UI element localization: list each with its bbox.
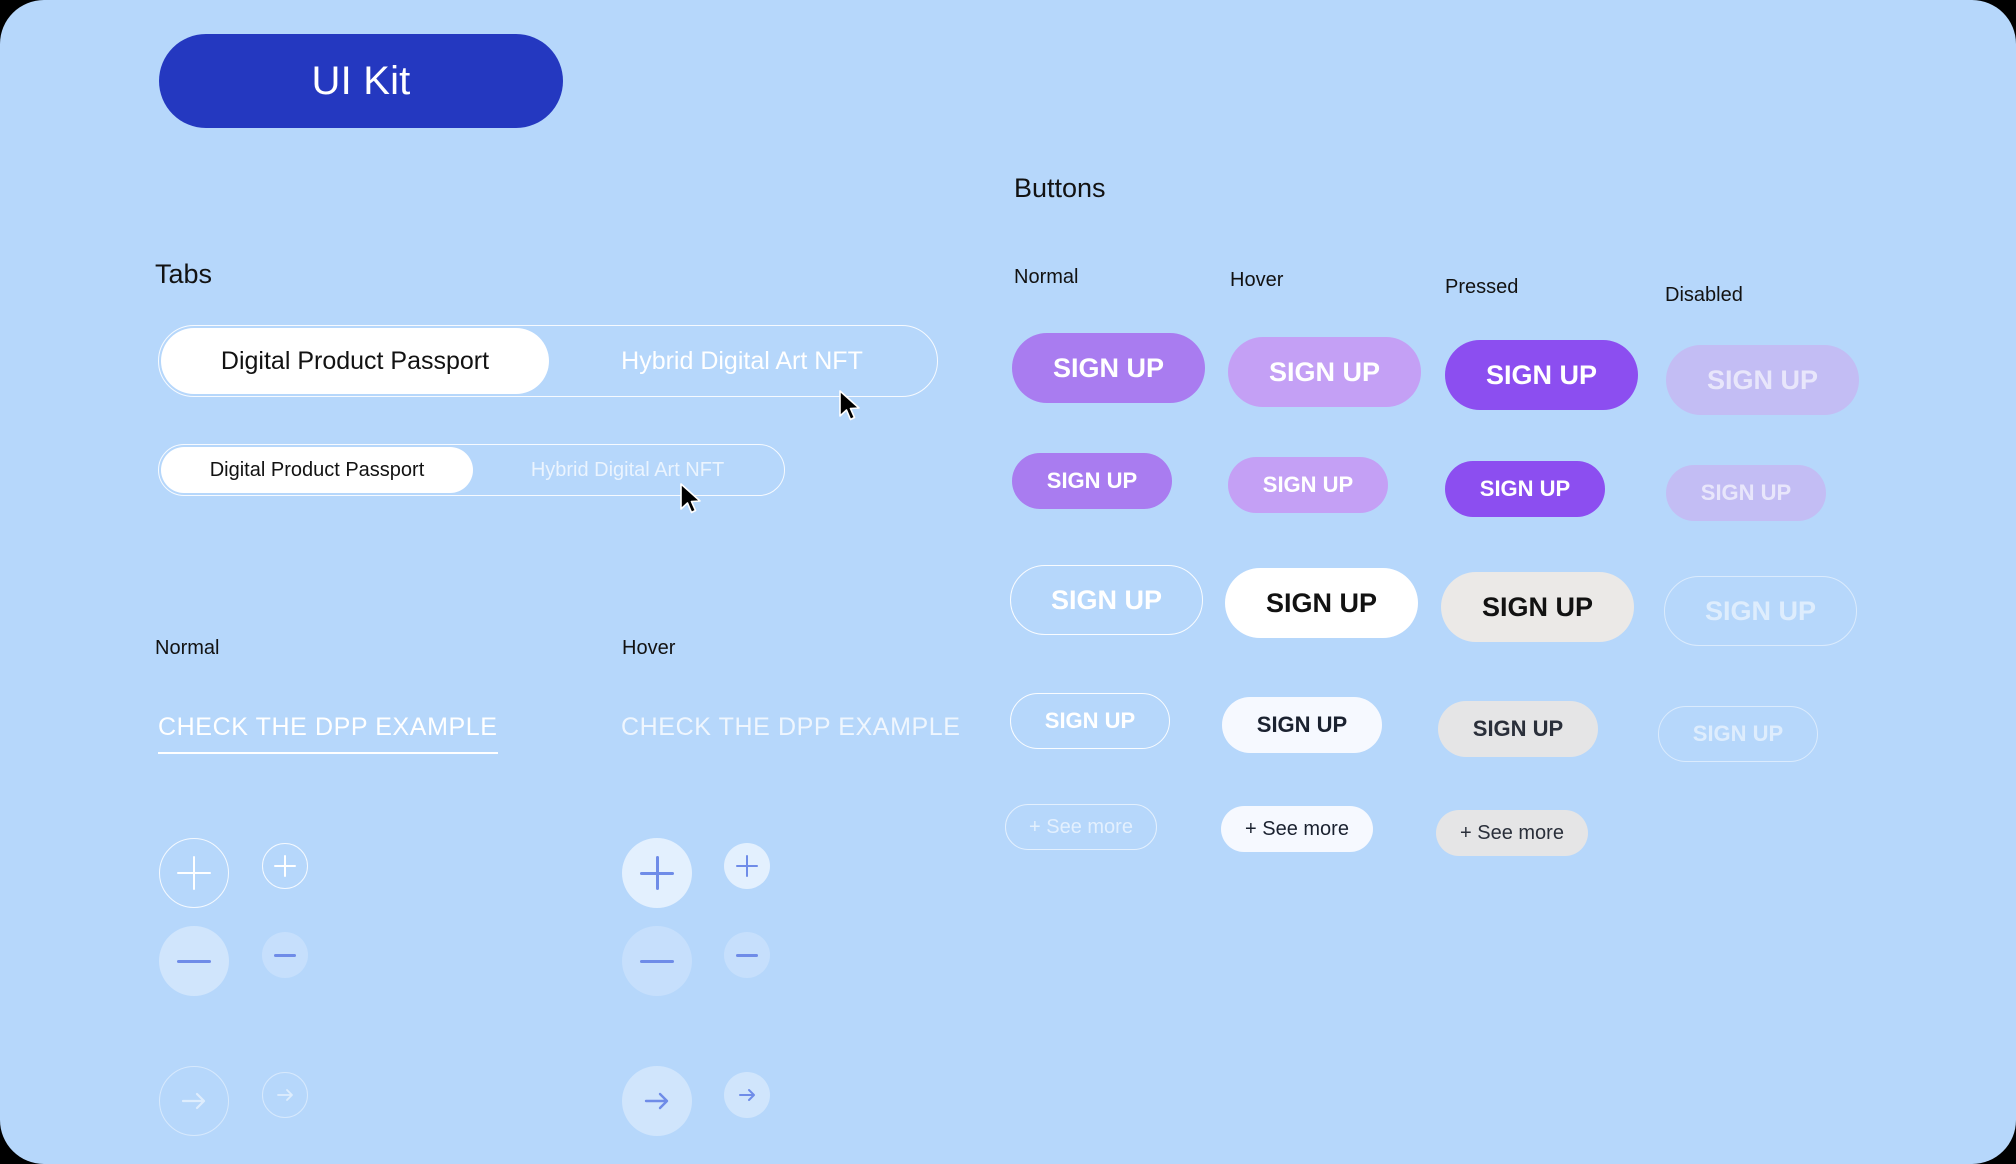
- arrow-button-large-normal[interactable]: [159, 1066, 229, 1136]
- signup-button-outline-disabled[interactable]: SIGN UP: [1664, 576, 1857, 646]
- signup-button-sm-outline-normal[interactable]: SIGN UP: [1010, 693, 1170, 749]
- button-label: SIGN UP: [1256, 712, 1348, 737]
- signup-button-sm-filled-normal[interactable]: SIGN UP: [1012, 453, 1172, 509]
- button-label: SIGN UP: [1265, 587, 1378, 618]
- see-more-button-pressed[interactable]: + See more: [1436, 810, 1588, 856]
- signup-button-outline-pressed[interactable]: SIGN UP: [1441, 572, 1634, 642]
- button-label: SIGN UP: [1700, 480, 1792, 505]
- ui-kit-title-label: UI Kit: [311, 58, 411, 103]
- arrow-button-large-hover[interactable]: [622, 1066, 692, 1136]
- minus-button-small-hover[interactable]: [724, 932, 770, 978]
- signup-button-sm-outline-hover[interactable]: SIGN UP: [1222, 697, 1382, 753]
- button-label: SIGN UP: [1050, 584, 1163, 615]
- see-more-button-hover[interactable]: + See more: [1221, 806, 1373, 852]
- plus-icon: [640, 856, 674, 890]
- minus-icon: [177, 944, 211, 978]
- button-label: + See more: [1245, 817, 1349, 840]
- arrow-right-icon: [739, 1089, 755, 1101]
- signup-button-sm-outline-pressed[interactable]: SIGN UP: [1438, 701, 1598, 757]
- signup-button-sm-filled-pressed[interactable]: SIGN UP: [1445, 461, 1605, 517]
- plus-button-small-normal[interactable]: [262, 843, 308, 889]
- button-label: SIGN UP: [1268, 356, 1381, 387]
- see-more-button-normal[interactable]: + See more: [1005, 804, 1157, 850]
- plus-icon: [177, 856, 211, 890]
- arrow-right-icon: [181, 1092, 206, 1110]
- signup-button-sm-filled-disabled[interactable]: SIGN UP: [1666, 465, 1826, 521]
- plus-button-large-hover[interactable]: [622, 838, 692, 908]
- plus-button-small-hover[interactable]: [724, 843, 770, 889]
- tab-label: Hybrid Digital Art NFT: [530, 458, 725, 481]
- tab-label: Digital Product Passport: [220, 346, 490, 375]
- button-label: SIGN UP: [1472, 716, 1564, 741]
- button-state-label-pressed: Pressed: [1445, 276, 1519, 298]
- tab-digital-product-passport-small[interactable]: Digital Product Passport: [161, 447, 473, 493]
- link-state-label-hover: Hover: [622, 637, 676, 659]
- tab-hybrid-digital-art-nft-large[interactable]: Hybrid Digital Art NFT: [549, 328, 935, 394]
- button-label: SIGN UP: [1044, 708, 1136, 733]
- button-label: SIGN UP: [1706, 364, 1819, 395]
- plus-icon: [736, 855, 758, 877]
- tab-digital-product-passport-large[interactable]: Digital Product Passport: [161, 328, 549, 394]
- button-label: SIGN UP: [1052, 352, 1165, 383]
- button-label: SIGN UP: [1479, 476, 1571, 501]
- minus-button-small-normal[interactable]: [262, 932, 308, 978]
- signup-button-filled-hover[interactable]: SIGN UP: [1228, 337, 1421, 407]
- tab-label: Digital Product Passport: [209, 458, 425, 481]
- tabs-section-heading: Tabs: [155, 259, 213, 289]
- tab-label: Hybrid Digital Art NFT: [621, 346, 863, 375]
- minus-icon: [640, 944, 674, 978]
- ui-kit-title-pill: UI Kit: [159, 34, 563, 128]
- button-label: SIGN UP: [1692, 721, 1784, 746]
- button-label: SIGN UP: [1262, 472, 1354, 497]
- minus-icon: [274, 944, 296, 966]
- button-label: SIGN UP: [1046, 468, 1138, 493]
- button-state-label-disabled: Disabled: [1665, 284, 1743, 306]
- tab-group-small: Digital Product Passport Hybrid Digital …: [158, 444, 785, 496]
- arrow-right-icon: [644, 1092, 669, 1110]
- buttons-section-heading: Buttons: [1014, 173, 1106, 203]
- button-label: + See more: [1029, 815, 1133, 838]
- arrow-right-icon: [277, 1089, 293, 1101]
- button-label: + See more: [1460, 821, 1564, 844]
- button-label: SIGN UP: [1485, 359, 1598, 390]
- link-state-label-normal: Normal: [155, 637, 220, 659]
- minus-button-large-normal[interactable]: [159, 926, 229, 996]
- signup-button-filled-pressed[interactable]: SIGN UP: [1445, 340, 1638, 410]
- check-dpp-example-link-normal[interactable]: CHECK THE DPP EXAMPLE: [158, 713, 498, 754]
- button-state-label-hover: Hover: [1230, 269, 1284, 291]
- plus-button-large-normal[interactable]: [159, 838, 229, 908]
- signup-button-filled-disabled[interactable]: SIGN UP: [1666, 345, 1859, 415]
- plus-icon: [274, 855, 296, 877]
- signup-button-filled-normal[interactable]: SIGN UP: [1012, 333, 1205, 403]
- minus-icon: [736, 944, 758, 966]
- button-label: SIGN UP: [1704, 595, 1817, 626]
- signup-button-sm-filled-hover[interactable]: SIGN UP: [1228, 457, 1388, 513]
- arrow-button-small-normal[interactable]: [262, 1072, 308, 1118]
- tab-hybrid-digital-art-nft-small[interactable]: Hybrid Digital Art NFT: [473, 447, 782, 493]
- signup-button-sm-outline-disabled[interactable]: SIGN UP: [1658, 706, 1818, 762]
- signup-button-outline-hover[interactable]: SIGN UP: [1225, 568, 1418, 638]
- button-label: SIGN UP: [1481, 591, 1594, 622]
- minus-button-large-hover[interactable]: [622, 926, 692, 996]
- button-state-label-normal: Normal: [1014, 266, 1079, 288]
- signup-button-outline-normal[interactable]: SIGN UP: [1010, 565, 1203, 635]
- check-dpp-example-link-hover[interactable]: CHECK THE DPP EXAMPLE: [621, 713, 961, 741]
- tab-group-large: Digital Product Passport Hybrid Digital …: [158, 325, 938, 397]
- arrow-button-small-hover[interactable]: [724, 1072, 770, 1118]
